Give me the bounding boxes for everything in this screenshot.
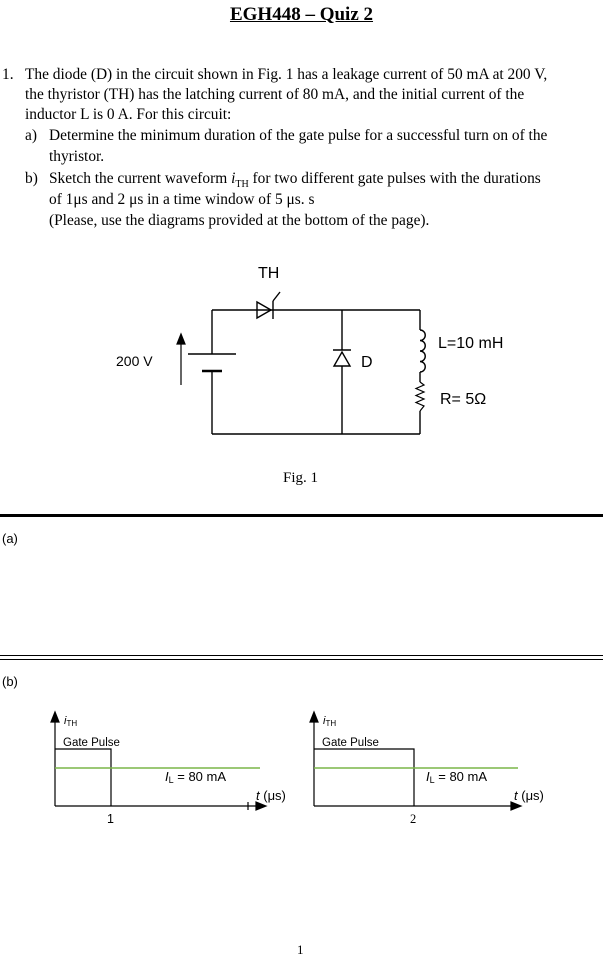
page-title: EGH448 – Quiz 2 xyxy=(229,4,374,25)
gate-pulse-label-2: Gate Pulse xyxy=(322,737,379,749)
question-line-1: The diode (D) in the circuit shown in Fi… xyxy=(25,66,548,83)
circuit-diagram: TH 200 V D L=10 mH R= 5Ω Fig. 1 xyxy=(116,265,503,486)
thyristor-label: TH xyxy=(258,265,279,282)
y-axis-arrow-2 xyxy=(309,710,319,723)
gate-pulse-2 xyxy=(314,748,415,806)
thyristor-symbol xyxy=(252,291,282,320)
x-axis-label-2: t (μs) xyxy=(514,788,544,803)
inductor-symbol xyxy=(419,329,426,373)
part-b-text-pre: Sketch the current waveform xyxy=(49,170,232,187)
part-b-line-1: Sketch the current waveform iTH for two … xyxy=(49,170,541,190)
latch-label-1: IL = 80 mA xyxy=(165,769,226,785)
part-b-line-3: (Please, use the diagrams provided at th… xyxy=(49,212,430,229)
x-axis-label-1: t (μs) xyxy=(256,788,286,803)
x-axis-arrow-2 xyxy=(510,801,523,811)
diode-label: D xyxy=(361,354,373,371)
voltage-arrow xyxy=(176,332,186,385)
part-b-text-post: for two different gate pulses with the d… xyxy=(248,170,541,187)
part-a-line-1: Determine the minimum duration of the ga… xyxy=(49,127,548,144)
inductor-label: L=10 mH xyxy=(438,335,503,352)
waveform-plot-1: iTH Gate Pulse IL = 80 mA t (μs) 1 xyxy=(50,710,286,826)
section-b-divider-bottom xyxy=(0,659,603,660)
y-axis-label-1: iTH xyxy=(64,715,77,728)
part-b-label: b) xyxy=(25,170,38,187)
current-subscript: TH xyxy=(235,179,249,191)
pulse-end-tick-2: 2 xyxy=(410,812,416,826)
question-line-3: inductor L is 0 A. For this circuit: xyxy=(25,106,232,123)
question-number: 1. xyxy=(2,66,14,83)
x-axis-arrow-1 xyxy=(255,801,268,811)
part-a-label: a) xyxy=(25,127,37,144)
section-a-label: (a) xyxy=(2,531,18,546)
current-symbol: i xyxy=(231,170,236,187)
diode-symbol xyxy=(332,349,352,367)
battery-symbol xyxy=(188,353,236,373)
source-label: 200 V xyxy=(116,353,153,369)
gate-pulse-1 xyxy=(55,748,112,806)
resistor-symbol xyxy=(414,381,426,412)
question-line-2: the thyristor (TH) has the latching curr… xyxy=(25,86,525,103)
latch-label-2: IL = 80 mA xyxy=(426,769,487,785)
part-a-line-2: thyristor. xyxy=(49,148,105,165)
resistor-label: R= 5Ω xyxy=(440,391,486,408)
page-number: 1 xyxy=(297,942,304,957)
figure-caption: Fig. 1 xyxy=(283,470,318,486)
y-axis-arrow-1 xyxy=(50,710,60,723)
waveform-plot-2: iTH Gate Pulse IL = 80 mA t (μs) 2 xyxy=(309,710,544,826)
section-b-label: (b) xyxy=(2,674,18,689)
y-axis-label-2: iTH xyxy=(323,715,336,728)
section-a-divider xyxy=(0,514,603,517)
part-b-line-2: of 1μs and 2 μs in a time window of 5 μs… xyxy=(49,191,315,208)
section-b-divider-top xyxy=(0,655,603,656)
gate-pulse-label-1: Gate Pulse xyxy=(63,737,120,749)
pulse-end-tick-1: 1 xyxy=(107,812,114,826)
